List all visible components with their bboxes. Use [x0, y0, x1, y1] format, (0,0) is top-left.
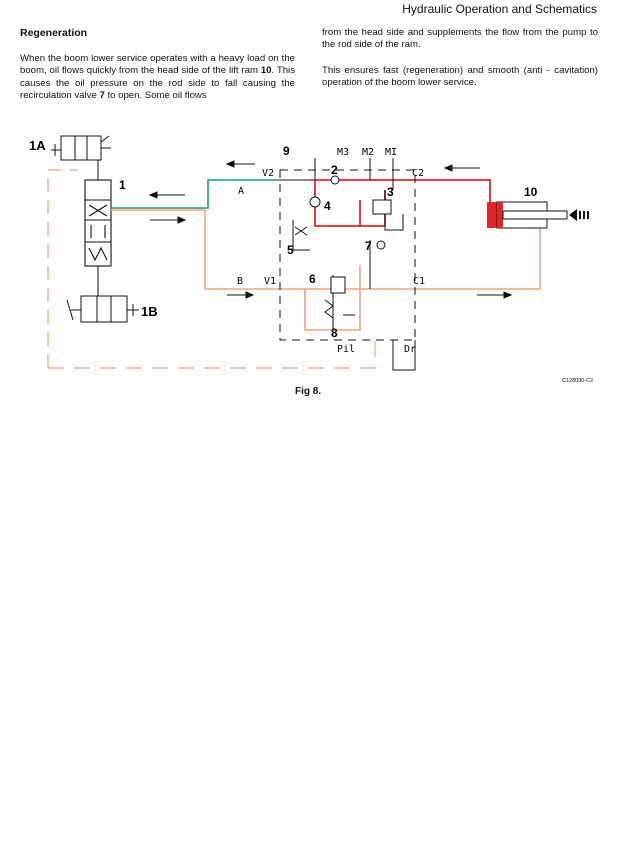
ram-arrow-tail-1	[579, 211, 581, 219]
right-paragraph-1: from the head side and supplements the f…	[322, 27, 598, 51]
label-1b: 1B	[141, 304, 158, 319]
pilot-valve-1b-lever	[127, 304, 139, 316]
ref-valve-number: 7	[99, 90, 105, 102]
valve-block-lines	[279, 158, 416, 371]
label-1: 1	[119, 178, 126, 192]
spool-straight-arrows	[90, 225, 106, 238]
arrow-c2-head	[443, 164, 453, 172]
label-port-b: B	[237, 276, 243, 287]
label-m3: M3	[337, 147, 349, 158]
label-5: 5	[287, 243, 294, 257]
pilot-valve-1a-body	[60, 135, 102, 161]
ram-arrow-tail-2	[583, 211, 585, 219]
check-valve-2	[330, 175, 340, 185]
label-c2: C2	[412, 168, 424, 179]
label-m2: M2	[362, 147, 374, 158]
label-m1: MI	[385, 147, 397, 158]
label-dr: Dr	[404, 344, 416, 355]
arrow-from-spool-head	[177, 216, 187, 224]
label-9: 9	[283, 144, 290, 158]
flow-arrows	[148, 160, 513, 299]
arrow-a-head	[225, 160, 235, 168]
right-column: from the head side and supplements the f…	[322, 27, 598, 103]
teal-line-a	[111, 179, 280, 209]
label-6: 6	[309, 272, 316, 286]
ref-ram-number: 10	[260, 65, 272, 77]
ram-head-end	[487, 202, 497, 228]
right-paragraph-2: This ensures fast (regeneration) and smo…	[322, 64, 598, 89]
orifice-5	[294, 226, 308, 236]
section-title: Regeneration	[20, 27, 88, 39]
check-valve-4	[309, 196, 321, 208]
relief-spring-6	[324, 299, 334, 319]
left-text-part-3: to open. Some oil flows	[104, 90, 207, 102]
ram-rod	[502, 210, 568, 220]
spool-zigzag	[88, 246, 108, 262]
check-valve-7	[376, 240, 386, 250]
label-pil: Pil	[337, 344, 355, 355]
label-4: 4	[324, 199, 331, 213]
label-port-a: A	[238, 186, 244, 197]
pilot-valve-1b-spring	[66, 299, 81, 321]
label-v2: V2	[262, 168, 274, 179]
left-text-part-2: . This causes the oil pressure on the ro…	[20, 65, 295, 102]
figure-caption: Fig 8.	[295, 386, 322, 397]
left-text-part-1: When the boom lower service operates wit…	[20, 53, 295, 77]
pilot-dashed-lines	[47, 169, 78, 368]
arrow-c1-head	[503, 291, 513, 299]
recirculation-valve-3	[372, 199, 392, 215]
label-3: 3	[387, 185, 394, 199]
relief-valve-6	[330, 276, 346, 294]
label-7: 7	[365, 239, 372, 253]
pilot-valve-1a-spring	[100, 135, 111, 149]
left-paragraph: When the boom lower service operates wit…	[20, 53, 295, 103]
spool-crossed-arrows	[88, 204, 108, 217]
arrow-b-head	[245, 291, 255, 299]
label-2: 2	[331, 163, 338, 177]
label-v1: V1	[264, 276, 276, 287]
drawing-reference: C128090-C2	[562, 378, 594, 384]
pilot-valve-1a-lever	[51, 144, 61, 156]
control-spool-stack	[84, 179, 112, 267]
pilot-valve-1a	[51, 135, 111, 161]
lift-ram-10	[487, 201, 589, 229]
ram-arrow-tail-3	[587, 211, 589, 219]
orange-line-c1	[410, 218, 541, 290]
left-column: When the boom lower service operates wit…	[20, 53, 295, 103]
label-c1: C1	[413, 276, 425, 287]
drain-dashed-line	[48, 340, 376, 369]
pilot-line-bottom	[48, 340, 376, 369]
label-1a: 1A	[29, 138, 46, 153]
ram-piston	[497, 202, 503, 228]
label-10: 10	[524, 185, 538, 199]
pilot-valve-1b	[66, 295, 139, 323]
pilot-valve-1b-body	[80, 295, 128, 323]
red-line-c2	[315, 179, 491, 212]
gauge-port-lines	[314, 158, 394, 190]
running-title: Hydraulic Operation and Schematics	[402, 2, 597, 16]
pilot-line-left	[47, 169, 78, 368]
arrow-to-spool-head	[148, 191, 158, 199]
orifice-5-line	[292, 220, 310, 251]
label-8: 8	[331, 326, 338, 340]
drain-line	[392, 340, 416, 371]
hydraulic-schematic: 1A 1B 1 9 2 3 4 5 6 7 8 10 A B V2 V1 C2 …	[29, 135, 589, 371]
ram-arrow-icon	[569, 209, 577, 221]
